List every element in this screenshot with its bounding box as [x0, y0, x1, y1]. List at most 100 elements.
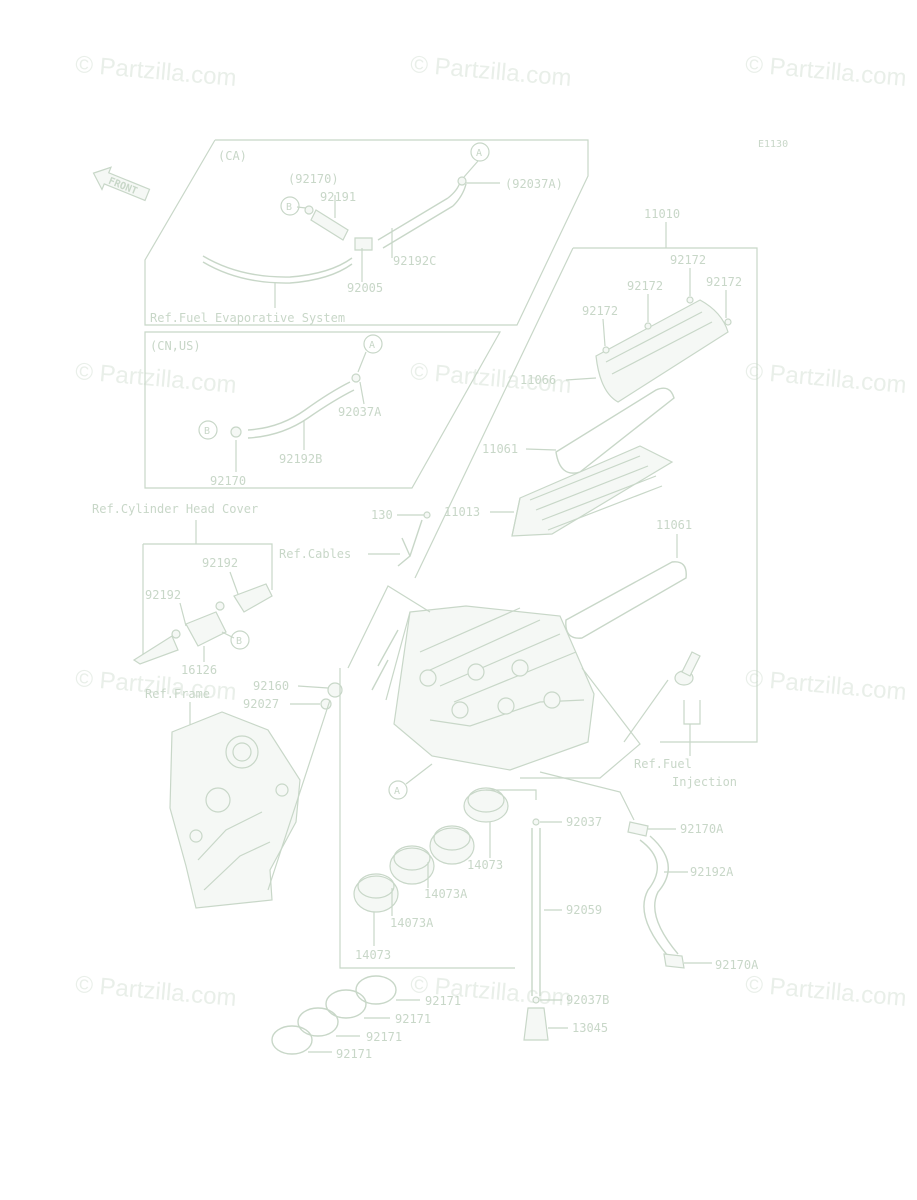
- clamp-92170-ca: [304, 205, 314, 215]
- label-11061-2: 11061: [656, 518, 692, 532]
- duct-14073a-2: [389, 845, 435, 885]
- frame-section: [169, 711, 301, 909]
- duct-14073-top: [463, 787, 509, 823]
- label-92171-1: 92171: [425, 994, 461, 1008]
- ref-cylinder-head-cover: Ref.Cylinder Head Cover: [92, 502, 258, 516]
- label-92170: 92170: [210, 474, 246, 488]
- label-11061-1: 11061: [482, 442, 518, 456]
- label-92192b: 92192B: [279, 452, 322, 466]
- hose-92192c: [377, 197, 454, 249]
- ref-cables: Ref.Cables: [279, 547, 351, 561]
- label-92171-4: 92171: [336, 1047, 372, 1061]
- plug-13045: [523, 1007, 549, 1041]
- label-92037a: 92037A: [338, 405, 382, 419]
- marker-b-cnus: B: [198, 420, 218, 440]
- clamp-92171-2: [325, 989, 367, 1019]
- label-92171-3: 92171: [366, 1030, 402, 1044]
- svg-text:A: A: [369, 340, 375, 351]
- label-92170a-1: 92170A: [680, 822, 724, 836]
- duct-14073a-1: [429, 825, 475, 865]
- marker-a-housing: A: [388, 780, 408, 800]
- hose-92192a: [639, 835, 679, 957]
- label-92192c: 92192C: [393, 254, 436, 268]
- ref-fuel-injection-2: Injection: [672, 775, 737, 789]
- label-11066: 11066: [520, 373, 556, 387]
- label-92005: 92005: [347, 281, 383, 295]
- label-16126: 16126: [181, 663, 217, 677]
- label-92191: 92191: [320, 190, 356, 204]
- grommet-92160: [327, 682, 343, 698]
- label-92037: 92037: [566, 815, 602, 829]
- label-92059: 92059: [566, 903, 602, 917]
- hose-92192c-bend: [447, 181, 467, 207]
- clamp-92171-3: [297, 1007, 339, 1037]
- joint-92005: [354, 237, 373, 251]
- housing-outline-left: [347, 585, 431, 669]
- clamp-92171-1: [355, 975, 397, 1005]
- marker-b-ca: B: [280, 196, 300, 216]
- svg-text:A: A: [476, 148, 482, 159]
- clamp-92037a: [351, 373, 361, 383]
- ref-frame: Ref.Frame: [145, 687, 210, 701]
- label-92172-2: 92172: [627, 279, 663, 293]
- label-92037a-paren: (92037A): [505, 177, 563, 191]
- hose-92192-right: [233, 583, 273, 613]
- label-92170a-2: 92170A: [715, 958, 759, 972]
- label-92192-1: 92192: [202, 556, 238, 570]
- diagram-code: E1130: [758, 139, 788, 150]
- label-92172-1: 92172: [670, 253, 706, 267]
- label-130: 130: [371, 508, 393, 522]
- fuel-injection-part: [674, 651, 701, 686]
- marker-b-valve: B: [230, 630, 250, 650]
- clamp-92037a-ca: [457, 176, 467, 186]
- box-cn-us: (CN,US): [144, 331, 502, 489]
- bolt-130: [423, 511, 431, 519]
- marker-a-ca: A: [470, 142, 490, 162]
- clamp-92171-4: [271, 1025, 313, 1055]
- label-92027: 92027: [243, 697, 279, 711]
- gasket-11061-lower: [565, 561, 687, 639]
- box-ca-title: (CA): [218, 149, 247, 163]
- air-filter-element: [511, 445, 674, 537]
- box-ca-ref: Ref.Fuel Evaporative System: [150, 311, 345, 325]
- label-11013: 11013: [444, 505, 480, 519]
- label-92171-2: 92171: [395, 1012, 431, 1026]
- hose-evaporative: [202, 255, 353, 278]
- label-11010: 11010: [644, 207, 680, 221]
- clamp-92170a-lower: [663, 953, 685, 969]
- clamp-92170a-upper: [627, 821, 649, 837]
- label-14073-1: 14073: [467, 858, 503, 872]
- air-cleaner-housing: [371, 605, 595, 771]
- svg-text:B: B: [286, 202, 292, 213]
- svg-text:A: A: [394, 786, 400, 797]
- label-14073-2: 14073: [355, 948, 391, 962]
- hose-evaporative-outline: [202, 261, 353, 284]
- label-14073a-2: 14073A: [390, 916, 434, 930]
- box-ca: (CA) Ref.Fuel Evaporative System: [144, 139, 589, 326]
- svg-text:B: B: [236, 636, 242, 647]
- label-92192a: 92192A: [690, 865, 734, 879]
- ref-fuel-injection-1: Ref.Fuel: [634, 757, 692, 771]
- air-cleaner-cover: [595, 296, 732, 403]
- hose-92191: [310, 209, 349, 241]
- hose-92192-left: [132, 635, 179, 665]
- hose-92192b: [247, 381, 355, 439]
- drain-hose-92059: [531, 828, 541, 996]
- valve-16126: [185, 611, 227, 647]
- gasket-11061-upper: [555, 387, 675, 474]
- label-14073a-1: 14073A: [424, 887, 468, 901]
- clamp-92037: [532, 818, 540, 826]
- duct-14073-bottom: [353, 873, 399, 913]
- label-92172-4: 92172: [582, 304, 618, 318]
- label-92170-paren: (92170): [288, 172, 339, 186]
- clamp-92037b: [532, 996, 540, 1004]
- cable-bracket: [397, 519, 423, 567]
- label-92037b: 92037B: [566, 993, 609, 1007]
- clamp-92170: [230, 426, 242, 438]
- svg-text:B: B: [204, 426, 210, 437]
- marker-a-cnus: A: [363, 334, 383, 354]
- label-92192-2: 92192: [145, 588, 181, 602]
- label-92160: 92160: [253, 679, 289, 693]
- clamp-16126-1: [215, 601, 225, 611]
